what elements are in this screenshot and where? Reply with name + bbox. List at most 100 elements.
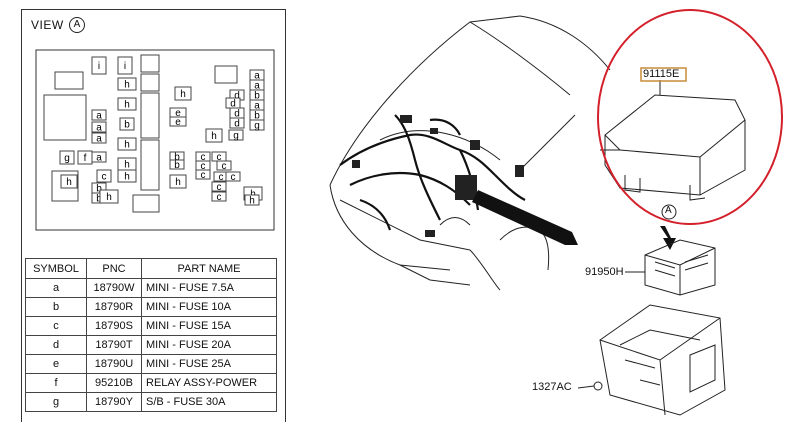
cell-pnc: 18790T — [86, 335, 142, 355]
fuse-slot-label: h — [124, 100, 130, 111]
fuse-slot-label: g — [233, 131, 239, 142]
fuse-slot-label: a — [96, 134, 102, 145]
fuse-slot-label: c — [201, 170, 206, 181]
fuse-slot-label: a — [96, 123, 102, 134]
fuse-slot-label: b — [254, 111, 260, 122]
fuse-slot: c — [225, 171, 241, 183]
fuse-slot-box — [60, 174, 78, 189]
fuse-slot: i — [91, 56, 107, 75]
fuse-slot-box — [119, 117, 135, 131]
header-pnc: PNC — [86, 258, 142, 279]
fuse-slot-label: e — [175, 108, 181, 119]
fuse-slot-box — [244, 194, 260, 206]
cell-part-name: MINI - FUSE 10A — [141, 297, 277, 317]
fuse-slot-label: a — [96, 153, 102, 164]
fuse-slot-box — [117, 137, 137, 151]
fuse-slot-box — [169, 159, 185, 170]
fuse-slot-box — [249, 119, 265, 131]
cell-part-name: MINI - FUSE 7.5A — [141, 278, 277, 298]
fuse-slot-box — [91, 121, 107, 133]
fuse-slot: c — [195, 169, 211, 181]
location-arrow — [472, 190, 578, 245]
fuse-slot-label: h — [124, 160, 130, 171]
fuse-slot-label: a — [254, 81, 260, 92]
cell-pnc: 18790S — [86, 316, 142, 336]
cell-symbol: b — [25, 297, 87, 317]
fuse-slot-label: h — [124, 172, 130, 183]
fuse-box-outline — [35, 49, 275, 231]
fuse-slot-box — [211, 181, 227, 192]
bolt-label: 1327AC — [532, 381, 572, 393]
fuse-slot-label: g — [64, 153, 70, 164]
cell-part-name: RELAY ASSY-POWER — [141, 373, 277, 393]
view-marker-label: A — [665, 205, 672, 216]
fuse-slot: g — [59, 150, 75, 165]
cover-label: 91115E — [643, 68, 680, 80]
fuse-slot-label: i — [98, 61, 100, 72]
fuse-block-label: 91950H — [585, 266, 624, 278]
cell-symbol: a — [25, 278, 87, 298]
fuse-slot-label: b — [174, 160, 180, 171]
cell-symbol: f — [25, 373, 87, 393]
cell-symbol: g — [25, 392, 87, 412]
fuse-slot-box — [229, 117, 245, 129]
fuse-slot: c — [216, 160, 232, 172]
fuse-slot-box — [59, 150, 75, 165]
fuse-slot: g — [249, 119, 265, 132]
fuse-slot: d — [229, 117, 245, 130]
fuse-slot-label: g — [254, 121, 260, 132]
view-arrow — [660, 226, 676, 250]
fuse-slot-box — [205, 128, 223, 143]
fuse-slot-box — [117, 77, 137, 91]
fuse-slot: a — [91, 132, 107, 145]
cell-symbol: d — [25, 335, 87, 355]
fuse-slot: h — [205, 128, 223, 143]
fuse-slot-label: b — [254, 91, 260, 102]
fuse-slot: a — [91, 121, 107, 134]
fuse-slot-label: h — [175, 177, 181, 188]
relay-f — [51, 170, 79, 202]
fuse-slot: h — [117, 77, 137, 91]
fuse-slot-label: a — [96, 111, 102, 122]
fuse-slot-label: c — [217, 192, 222, 203]
fuse-slot: c — [96, 169, 112, 183]
fuse-slot-box — [77, 150, 93, 165]
junction-box — [599, 304, 726, 416]
fuse-slot: h — [169, 174, 187, 189]
fuse-slot: f — [77, 150, 93, 165]
fuse-slot-label: c — [231, 172, 236, 183]
fuse-slot-box — [91, 56, 107, 75]
fuse-slot-label: i — [124, 61, 126, 72]
fuse-slot: b — [119, 117, 135, 131]
relay-block — [54, 71, 84, 90]
fuse-slot: e — [169, 107, 187, 119]
fuse-box-layout: iihhbahahahahaababbbcccdeedddhhbbccccccc… — [35, 49, 275, 231]
fuse-slot-box — [225, 171, 241, 182]
fuse-slot: g — [228, 129, 244, 142]
fuse-slot-box — [96, 169, 112, 183]
wiring-harness — [339, 114, 526, 231]
fuse-slot-label: a — [254, 71, 260, 82]
fuse-slot-label: h — [211, 131, 217, 142]
fuse-slot: h — [60, 174, 78, 189]
fuse-slot-label: c — [201, 161, 206, 172]
fuse-slot: h — [99, 189, 119, 204]
cell-part-name: MINI - FUSE 20A — [141, 335, 277, 355]
relay-block — [43, 94, 87, 141]
cell-part-name: S/B - FUSE 30A — [141, 392, 277, 412]
leader-line — [577, 385, 595, 389]
car-outline — [329, 15, 620, 291]
parts-table-header: SYMBOL PNC PART NAME — [25, 258, 277, 279]
fuse-slot: h — [117, 157, 137, 171]
fuse-slot: h — [117, 97, 137, 111]
fuse-block — [644, 239, 716, 296]
fuse-slot-label: b — [96, 184, 102, 195]
cell-pnc: 18790U — [86, 354, 142, 374]
fuse-slot-label: a — [254, 101, 260, 112]
